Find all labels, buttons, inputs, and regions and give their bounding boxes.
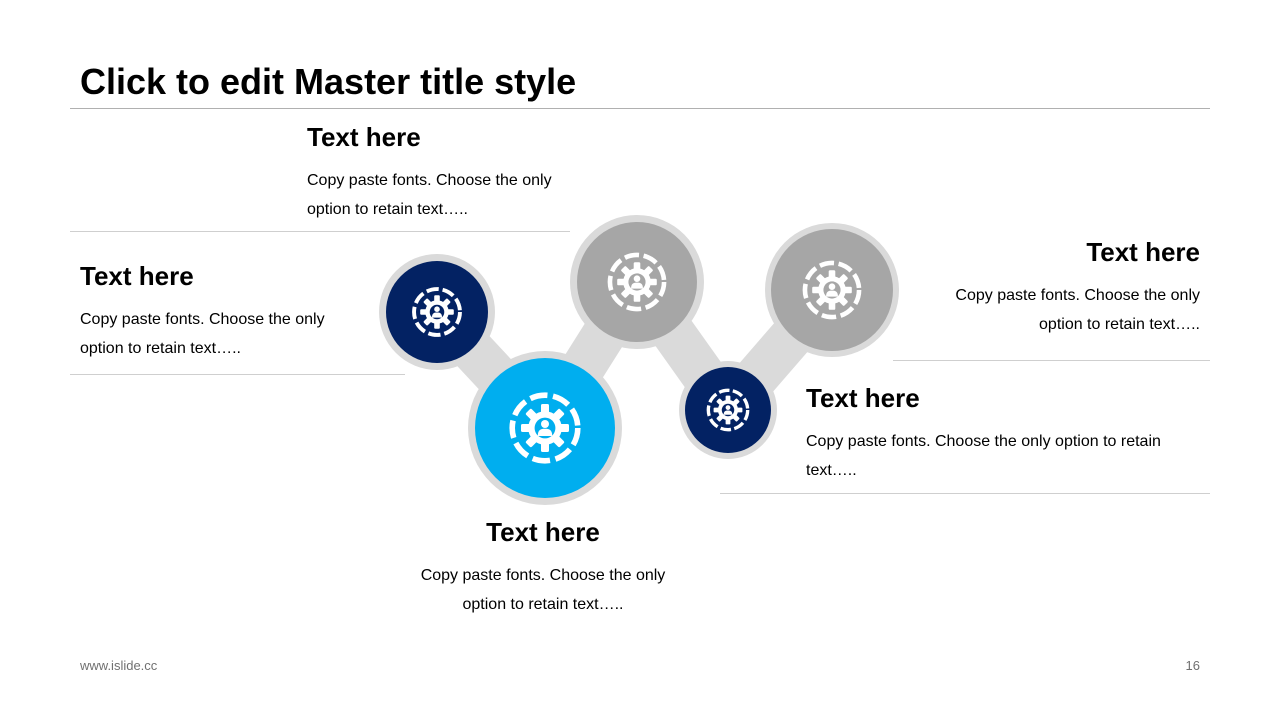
node-4 <box>679 361 777 459</box>
text-block-right-bottom: Text here Copy paste fonts. Choose the o… <box>806 383 1186 485</box>
rule-right-bottom-text <box>720 493 1210 494</box>
gear-person-icon <box>706 388 750 432</box>
text-block-heading: Text here <box>1086 237 1200 267</box>
text-block-right-top: Text here Copy paste fonts. Choose the o… <box>930 237 1200 339</box>
text-block-heading: Text here <box>486 517 600 547</box>
text-block-top: Text here Copy paste fonts. Choose the o… <box>307 122 567 224</box>
gear-person-icon <box>610 255 664 309</box>
title-divider <box>70 108 1210 109</box>
rule-right-top-text <box>893 360 1210 361</box>
gear-person-icon <box>805 263 859 317</box>
node-1 <box>379 254 495 370</box>
text-block-body: Copy paste fonts. Choose the only option… <box>80 311 325 357</box>
text-block-heading: Text here <box>307 122 421 152</box>
node-3 <box>570 215 704 349</box>
node-2 <box>468 351 622 505</box>
text-block-body: Copy paste fonts. Choose the only option… <box>806 433 1161 479</box>
rule-top-text <box>70 231 570 232</box>
text-block-body: Copy paste fonts. Choose the only option… <box>307 172 552 218</box>
text-block-body: Copy paste fonts. Choose the only option… <box>955 287 1200 333</box>
text-block-body: Copy paste fonts. Choose the only option… <box>420 567 666 613</box>
text-block-heading: Text here <box>806 383 920 413</box>
footer-url: www.islide.cc <box>80 658 158 673</box>
text-block-left: Text here Copy paste fonts. Choose the o… <box>80 261 345 363</box>
node-5 <box>765 223 899 357</box>
slide-title: Click to edit Master title style <box>80 61 577 102</box>
rule-left-text <box>70 374 405 375</box>
page-number: 16 <box>1185 658 1200 673</box>
text-block-heading: Text here <box>80 261 194 291</box>
gear-person-icon <box>412 287 462 337</box>
text-block-bottom: Text here Copy paste fonts. Choose the o… <box>410 517 676 619</box>
